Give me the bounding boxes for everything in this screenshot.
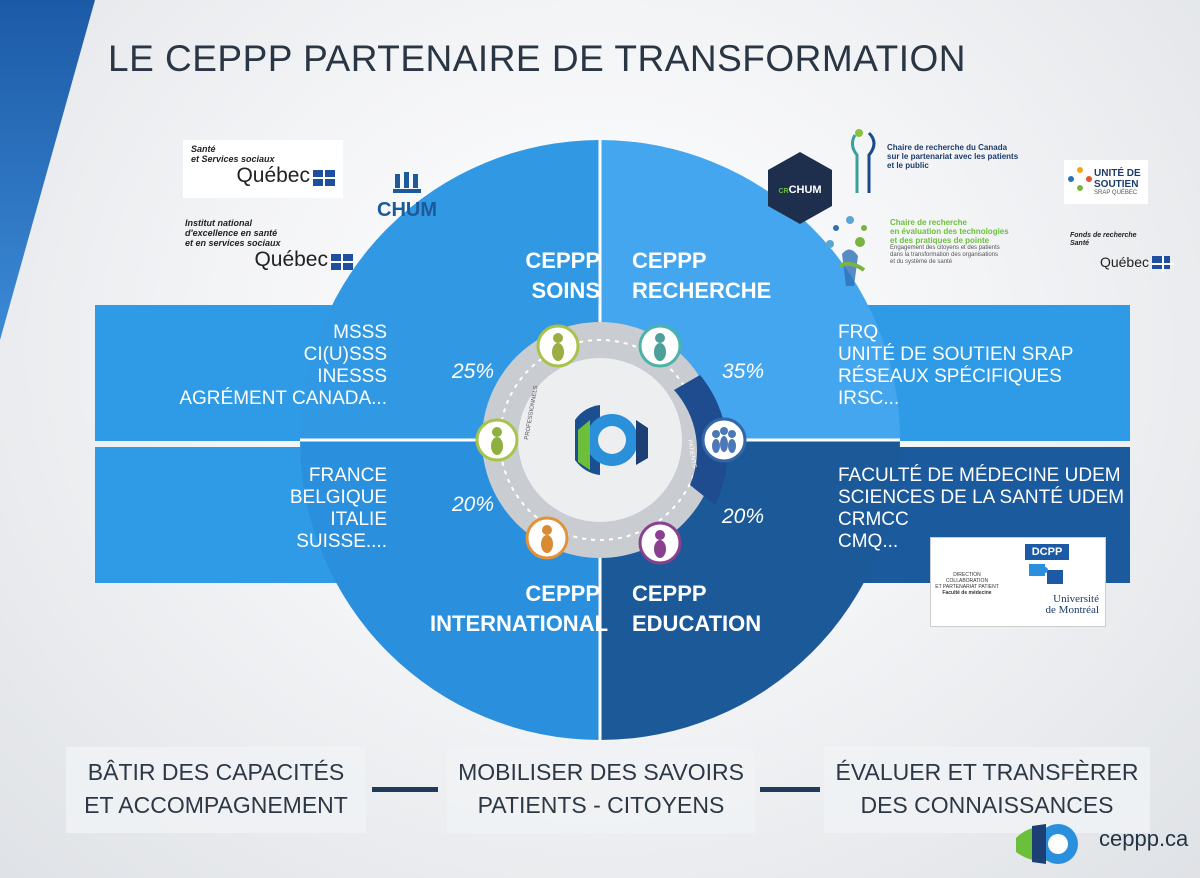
pillar-connaissances: ÉVALUER ET TRANSFÈRER DES CONNAISSANCES <box>824 747 1150 833</box>
unite-soutien-icon <box>1068 167 1092 191</box>
international-percent: 20% <box>452 493 495 516</box>
pillar-capacites: BÂTIR DES CAPACITÉS ET ACCOMPAGNEMENT <box>66 747 366 833</box>
ceppp-footer-logo-icon <box>1016 824 1078 864</box>
soins-label: CEPPP SOINS <box>525 248 600 303</box>
slide-title: LE CEPPP PARTENAIRE DE TRANSFORMATION <box>108 38 967 79</box>
recherche-percent: 35% <box>722 360 765 383</box>
patients-arc <box>674 375 728 505</box>
pillar-connector <box>760 787 820 792</box>
fonds-recherche-logo: Fonds de recherche Santé Québec <box>1070 232 1174 288</box>
inesss-logo: Institut national d'excellence en santé … <box>185 218 353 286</box>
pillar-savoirs: MOBILISER DES SAVOIRS PATIENTS - CITOYEN… <box>447 747 755 833</box>
chum-mark-icon <box>393 172 421 193</box>
quebec-flag-icon <box>1152 256 1174 273</box>
msss-logo: Santé et Services sociaux Québec <box>183 140 343 198</box>
crchum-logo: CRCHUM <box>768 152 832 224</box>
chaire-canada-logo: Chaire de recherche du Canada sur le par… <box>845 125 1045 200</box>
chaire-evaluation-icon <box>826 216 867 286</box>
patients-group-icon <box>701 417 747 463</box>
svg-text:CRCHUM: CRCHUM <box>778 184 821 196</box>
international-partner-list: FRANCE BELGIQUE ITALIE SUISSE.... <box>289 465 387 552</box>
dcpp-logo: DIRECTION COLLABORATION ET PARTENARIAT P… <box>930 537 1106 627</box>
chaire-canada-icon <box>850 129 876 193</box>
international-label: CEPPP INTERNATIONAL <box>430 581 609 636</box>
person-icon-education <box>638 521 682 565</box>
chaire-evaluation-logo: Chaire de recherche en évaluation des te… <box>820 210 1045 292</box>
person-icon-recherche <box>638 324 682 368</box>
quebec-flag-icon <box>313 169 335 186</box>
recherche-partner-list: FRQ UNITÉ DE SOUTIEN SRAP RÉSEAUX SPÉCIF… <box>838 322 1074 409</box>
quebec-flag-icon <box>331 253 353 270</box>
education-percent: 20% <box>722 505 765 528</box>
site-url[interactable]: ceppp.ca <box>1099 826 1189 851</box>
chum-logo: CHUM <box>372 172 442 230</box>
recherche-label: CEPPP RECHERCHE <box>632 248 772 303</box>
education-partner-list: FACULTÉ DE MÉDECINE UDEM SCIENCES DE LA … <box>838 465 1125 552</box>
patients-arc-label: PATIENTS <box>686 439 697 468</box>
person-icon-international <box>475 418 519 462</box>
unite-soutien-logo: UNITÉ DE SOUTIEN SRAP QUÉBEC <box>1064 160 1148 204</box>
soins-partner-list: MSSS CI(U)SSS INESSS AGRÉMENT CANADA... <box>179 322 387 409</box>
dcpp-badge: DCPP <box>1025 544 1069 560</box>
soins-percent: 25% <box>452 360 495 383</box>
education-label: CEPPP EDUCATION <box>632 581 762 636</box>
dcpp-puzzle-icon <box>1029 564 1063 584</box>
pillar-connector <box>372 787 438 792</box>
ceppp-logo-icon <box>575 405 648 475</box>
person-icon-international-bottom <box>525 516 569 560</box>
person-icon-soins <box>536 324 580 368</box>
